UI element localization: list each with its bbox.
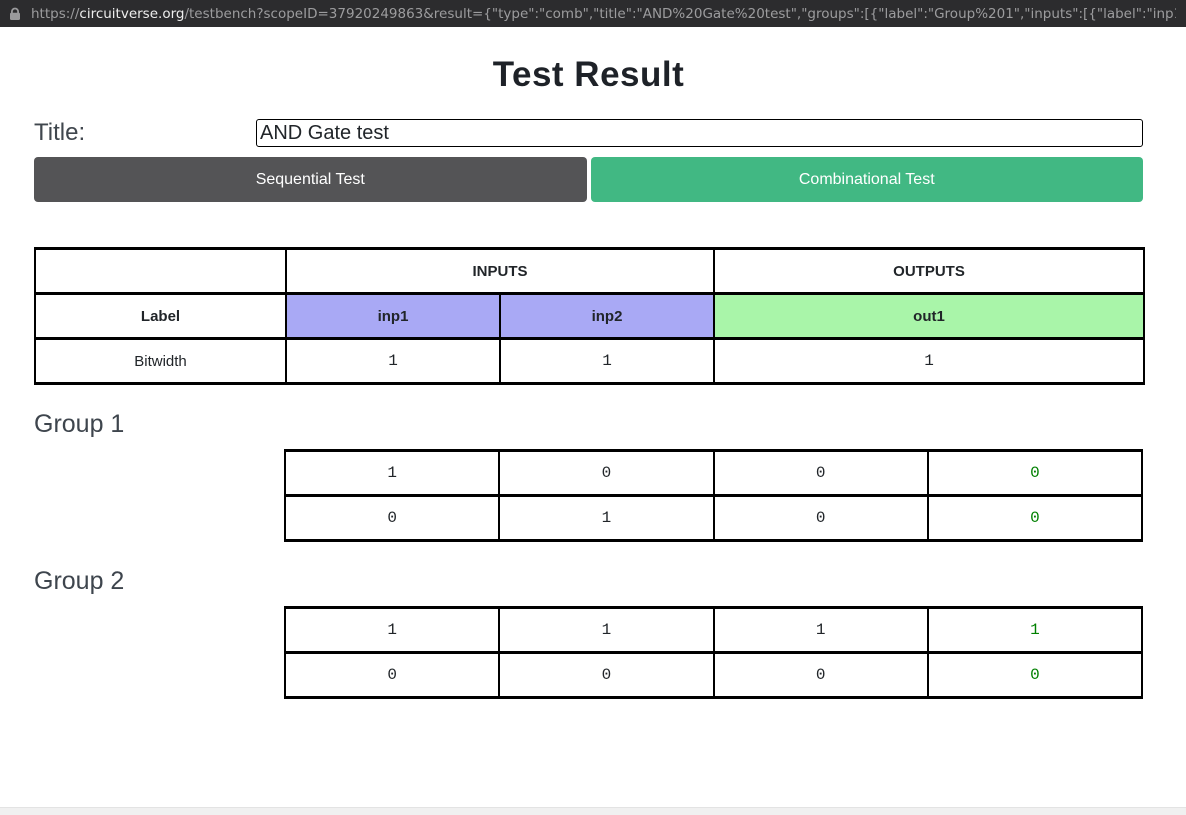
bitwidth-row-header: Bitwidth (34, 337, 287, 385)
table-row: 1 1 1 1 (283, 606, 1144, 654)
browser-address-bar[interactable]: https://circuitverse.org/testbench?scope… (0, 0, 1186, 27)
signals-header-table: INPUTS OUTPUTS Label inp1 inp2 out1 Bitw… (34, 247, 1146, 385)
input-value-cell: 1 (283, 449, 501, 497)
expected-output-cell: 0 (712, 449, 929, 497)
input-value-cell: 1 (283, 606, 501, 654)
group-results-table: 1 1 1 1 0 0 0 0 (283, 606, 1144, 699)
url-text[interactable]: https://circuitverse.org/testbench?scope… (31, 6, 1176, 22)
sequential-test-button[interactable]: Sequential Test (34, 157, 587, 202)
actual-output-cell: 0 (926, 651, 1144, 699)
group-heading: Group 1 (34, 410, 125, 438)
expected-output-cell: 0 (712, 494, 929, 542)
label-row-header: Label (34, 292, 287, 340)
input-label-cell: inp1 (285, 292, 501, 340)
test-type-buttons: Sequential Test Combinational Test (34, 157, 1143, 202)
output-label-cell: out1 (713, 292, 1146, 340)
title-label: Title: (34, 119, 86, 146)
lock-icon (9, 7, 21, 21)
testbench-page: Test Result Title: Sequential Test Combi… (0, 55, 1186, 699)
url-protocol: https:// (31, 5, 80, 22)
page-title: Test Result (492, 55, 685, 94)
table-row: Label inp1 inp2 out1 (34, 292, 1146, 340)
actual-output-cell: 0 (926, 449, 1144, 497)
table-row: INPUTS OUTPUTS (34, 247, 1146, 295)
input-value-cell: 1 (498, 606, 715, 654)
expected-output-cell: 1 (712, 606, 929, 654)
table-row: Bitwidth 1 1 1 (34, 337, 1146, 385)
input-value-cell: 0 (498, 651, 715, 699)
url-path: /testbench?scopeID=37920249863&result={"… (184, 5, 1176, 22)
outputs-header-cell: OUTPUTS (713, 247, 1146, 295)
title-row: Title: (34, 119, 1143, 147)
bitwidth-cell: 1 (285, 337, 501, 385)
group-results-table: 1 0 0 0 0 1 0 0 (283, 449, 1144, 542)
empty-cell (34, 247, 287, 295)
input-value-cell: 0 (498, 449, 715, 497)
combinational-test-button[interactable]: Combinational Test (590, 157, 1143, 202)
title-input[interactable] (256, 119, 1143, 147)
bitwidth-cell: 1 (713, 337, 1146, 385)
inputs-header-cell: INPUTS (284, 247, 716, 295)
group-heading: Group 2 (34, 567, 125, 595)
actual-output-cell: 1 (926, 606, 1144, 654)
table-row: 0 1 0 0 (283, 494, 1144, 542)
table-row: 1 0 0 0 (283, 449, 1144, 497)
input-label-cell: inp2 (498, 292, 716, 340)
input-value-cell: 0 (283, 494, 501, 542)
input-value-cell: 0 (283, 651, 501, 699)
input-value-cell: 1 (498, 494, 715, 542)
horizontal-scrollbar[interactable] (0, 807, 1186, 815)
expected-output-cell: 0 (712, 651, 929, 699)
table-row: 0 0 0 0 (283, 651, 1144, 699)
bitwidth-cell: 1 (498, 337, 716, 385)
actual-output-cell: 0 (926, 494, 1144, 542)
url-domain: circuitverse.org (79, 5, 185, 22)
